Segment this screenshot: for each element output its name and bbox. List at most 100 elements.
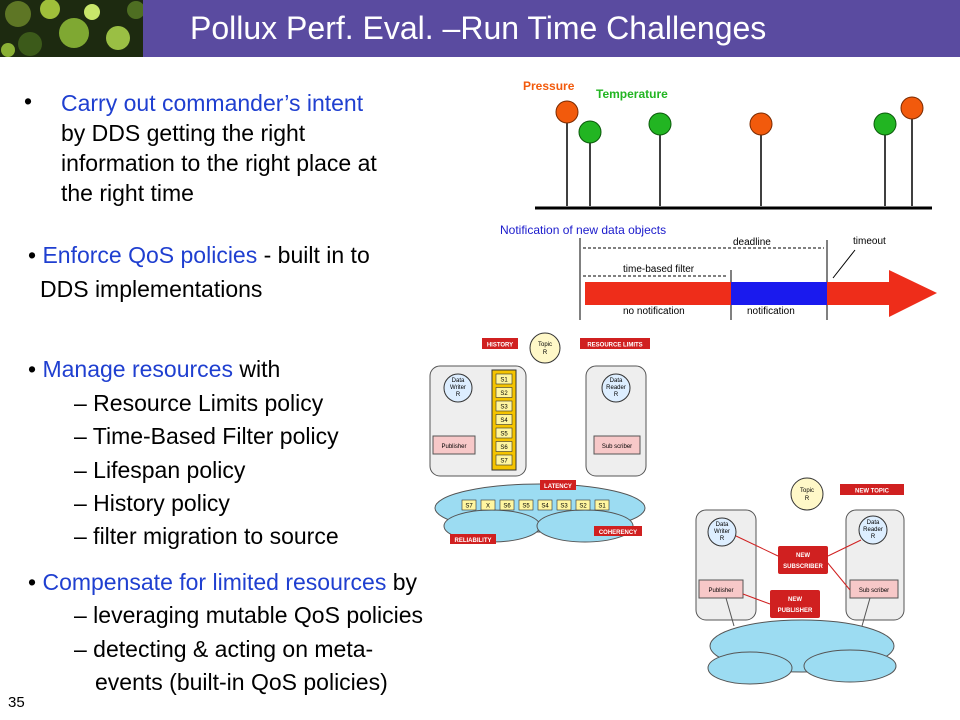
link-line bbox=[861, 597, 871, 627]
green-dots-image bbox=[1, 0, 143, 57]
history-sample-box bbox=[495, 441, 513, 452]
latency-tag bbox=[540, 480, 576, 490]
bullet-3-rest: with bbox=[232, 356, 281, 382]
topic-r: R bbox=[805, 496, 810, 502]
pressure-sample bbox=[555, 100, 579, 124]
coherency-tag bbox=[594, 526, 642, 536]
notification-title: Notification of new data objects bbox=[500, 223, 666, 237]
new-subscriber-label: SUBSCRIBER bbox=[783, 564, 823, 570]
pressure-label: Pressure bbox=[523, 79, 575, 93]
temperature-sample bbox=[648, 112, 672, 136]
reliability-label: RELIABILITY bbox=[455, 538, 492, 544]
data-writer-label: Data bbox=[716, 522, 729, 528]
history-sample-label: S6 bbox=[500, 445, 508, 451]
topic-r: R bbox=[543, 350, 548, 356]
pointer-line bbox=[735, 535, 779, 557]
network-cloud bbox=[803, 649, 897, 683]
resource-limits-tag bbox=[580, 338, 650, 349]
discovery-diagram: Topic R NEW TOPIC Data Writer R Publishe… bbox=[695, 477, 905, 685]
history-sample-box bbox=[495, 373, 513, 385]
bullet-4-line: • Compensate for limited resources by bbox=[28, 567, 417, 597]
network-sample-label: S2 bbox=[579, 504, 587, 510]
subscriber-label: Sub scriber bbox=[859, 588, 889, 594]
timeout-label: timeout bbox=[853, 236, 886, 247]
topic-node bbox=[790, 477, 824, 511]
history-sample-box bbox=[495, 400, 513, 412]
pressure-sample bbox=[749, 112, 773, 136]
deadline-label: deadline bbox=[733, 237, 771, 248]
sub-bullet: – detecting & acting on meta- bbox=[74, 636, 374, 662]
notification-label: notification bbox=[747, 306, 795, 317]
resource-limits-label: RESOURCE LIMITS bbox=[587, 343, 642, 349]
bullet-2-rest: - built in to bbox=[257, 242, 370, 268]
publisher-label: Publisher bbox=[708, 588, 733, 594]
network-sample-label: S3 bbox=[560, 504, 568, 510]
bullet-2-line2: DDS implementations bbox=[40, 276, 263, 302]
data-writer-node bbox=[443, 373, 473, 403]
new-subscriber-tag bbox=[778, 546, 828, 574]
network-sample-box bbox=[575, 499, 591, 511]
page-title: Pollux Perf. Eval. –Run Time Challenges bbox=[190, 10, 767, 46]
data-writer-label: Writer bbox=[450, 385, 466, 391]
slide-number: 35 bbox=[8, 694, 25, 711]
temperature-sample bbox=[578, 120, 602, 144]
new-publisher-label: NEW bbox=[788, 597, 802, 603]
sub-bullet: – filter migration to source bbox=[74, 523, 339, 549]
arrow-head bbox=[889, 270, 937, 317]
new-topic-tag bbox=[840, 484, 904, 495]
history-sample-box bbox=[495, 427, 513, 439]
link-line bbox=[725, 597, 735, 627]
sub-bullet: – Time-Based Filter policy bbox=[74, 423, 339, 449]
history-label: HISTORY bbox=[487, 343, 513, 349]
network-sample-box bbox=[480, 499, 496, 511]
new-publisher-label: PUBLISHER bbox=[778, 608, 813, 614]
sub-bullet: events (built-in QoS policies) bbox=[95, 669, 388, 695]
network-sample-box bbox=[594, 499, 610, 511]
data-reader-label: Data bbox=[610, 378, 623, 384]
timeout-bar bbox=[827, 282, 889, 305]
bullet-marker: • bbox=[24, 88, 33, 114]
network-sample-box bbox=[537, 499, 553, 511]
bullet-4-heading: Compensate for limited resources bbox=[42, 569, 387, 595]
network-sample-label: S4 bbox=[541, 504, 549, 510]
topic-label: Topic bbox=[538, 342, 552, 348]
bullet-1-line: information to the right place at bbox=[61, 150, 377, 176]
data-reader-label: Reader bbox=[606, 385, 626, 391]
temperature-sample bbox=[873, 112, 897, 136]
subscriber-box bbox=[593, 435, 641, 455]
network-sample-box bbox=[461, 499, 477, 511]
temperature-label: Temperature bbox=[596, 87, 668, 101]
sub-bullet: – Resource Limits policy bbox=[74, 390, 324, 416]
bullet-3-heading: Manage resources bbox=[42, 356, 233, 382]
data-reader-r: R bbox=[871, 534, 876, 540]
bullet-4-rest: by bbox=[386, 569, 418, 595]
qos-diagram: Topic R HISTORY RESOURCE LIMITS Data Wri… bbox=[429, 332, 650, 544]
network-sample-box bbox=[518, 499, 534, 511]
title-bar: Pollux Perf. Eval. –Run Time Challenges bbox=[0, 0, 960, 57]
network-sample-label: S5 bbox=[522, 504, 530, 510]
topic-label: Topic bbox=[800, 488, 814, 494]
publisher-box bbox=[698, 579, 744, 599]
reliability-tag bbox=[450, 534, 496, 544]
sub-bullet: – History policy bbox=[74, 490, 230, 516]
sub-bullet: – leveraging mutable QoS policies bbox=[74, 602, 424, 628]
history-sample-label: S5 bbox=[500, 432, 508, 438]
no-notification-label: no notification bbox=[623, 306, 685, 317]
topic-node bbox=[529, 332, 561, 364]
latency-label: LATENCY bbox=[544, 484, 572, 490]
history-sample-box bbox=[495, 454, 513, 466]
bullet-1-line: by DDS getting the right bbox=[61, 120, 306, 146]
bullet-marker: • bbox=[28, 569, 43, 595]
pointer-line bbox=[742, 593, 771, 605]
subscriber-box bbox=[849, 579, 899, 599]
new-publisher-tag bbox=[770, 590, 820, 618]
network-sample-label: X bbox=[486, 504, 490, 510]
data-reader-label: Reader bbox=[863, 527, 883, 533]
new-subscriber-label: NEW bbox=[796, 553, 810, 559]
history-sample-label: S4 bbox=[500, 418, 508, 424]
pointer-line bbox=[827, 539, 862, 557]
filter-label: time-based filter bbox=[623, 264, 695, 275]
header-image bbox=[0, 0, 143, 57]
